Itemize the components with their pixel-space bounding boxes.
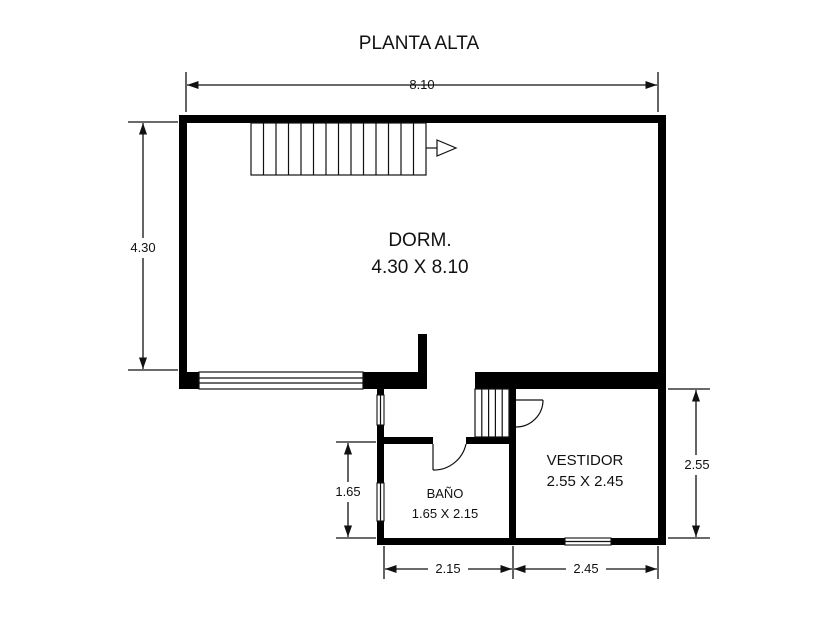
walls [179, 115, 666, 545]
dimension-bano-height-label: 1.65 [335, 484, 360, 499]
room-bano-size: 1.65 X 2.15 [412, 506, 479, 521]
window-bano [376, 482, 385, 522]
plan-title: PLANTA ALTA [359, 33, 480, 54]
window-vestidor [564, 537, 612, 546]
window-hall [376, 394, 385, 426]
room-dorm-size: 4.30 X 8.10 [371, 257, 468, 278]
staircase-upper [250, 122, 427, 176]
room-dorm-name: DORM. [388, 230, 451, 251]
dimension-bottom [383, 546, 659, 579]
room-bano-name: BAÑO [427, 486, 464, 501]
room-vestidor-size: 2.55 X 2.45 [547, 473, 624, 490]
dimension-bottom-vestidor-label: 2.45 [573, 561, 598, 576]
staircase-lower [474, 388, 510, 438]
window-dorm [198, 371, 364, 390]
dimension-top-width-label: 8.10 [409, 77, 434, 92]
dimension-top-width [185, 72, 659, 112]
door-vestidor [515, 399, 544, 428]
stair-direction-arrow [426, 139, 458, 157]
door-bano [432, 443, 467, 471]
dimension-bottom-bano-label: 2.15 [435, 561, 460, 576]
dimension-left-height-label: 4.30 [130, 240, 155, 255]
room-vestidor-name: VESTIDOR [547, 452, 624, 469]
dimension-right-height-label: 2.55 [684, 457, 709, 472]
